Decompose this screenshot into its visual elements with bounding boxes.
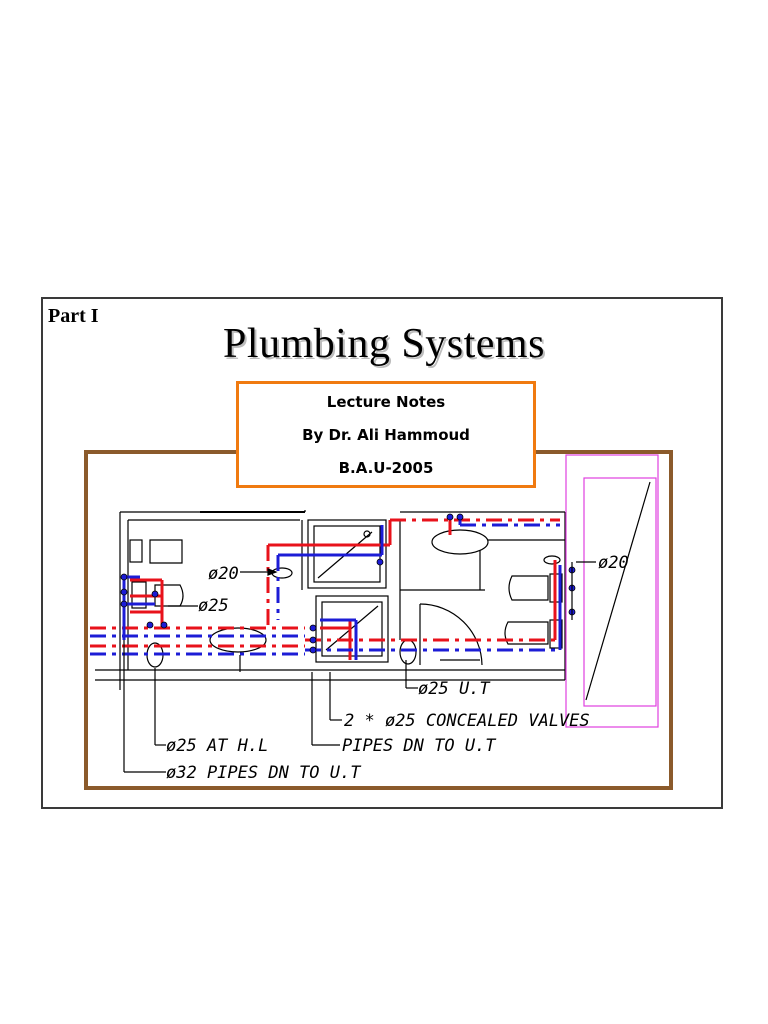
notes-line-institution: B.A.U-2005 [338, 459, 434, 477]
cold-water-pipes [90, 515, 562, 660]
magenta-boxes [565, 454, 659, 728]
label-d25-hl: ø25 AT H.L [166, 736, 268, 756]
door-swing [419, 603, 483, 666]
slide-title: Plumbing Systems [223, 321, 545, 367]
hot-water-pipes [90, 515, 560, 660]
bidet-right [504, 573, 563, 649]
floor-plan-walls [95, 510, 566, 690]
label-d20-right: ø20 [598, 553, 629, 573]
lecture-notes-box: Lecture Notes By Dr. Ali Hammoud B.A.U-2… [236, 381, 536, 488]
label-d20-left: ø20 [208, 564, 239, 584]
part-label: Part I [48, 305, 99, 327]
label-pipes-dn: PIPES DN TO U.T [342, 736, 497, 756]
toilet-left [129, 539, 184, 609]
label-d32: ø32 PIPES DN TO U.T [166, 763, 362, 783]
label-d25-ut: ø25 U.T [418, 679, 491, 699]
notes-line-author: By Dr. Ali Hammoud [302, 426, 470, 444]
leader-lines [123, 561, 596, 773]
label-concealed-valves: 2 * ø25 CONCEALED VALVES [344, 711, 590, 731]
notes-line-lecture: Lecture Notes [326, 393, 446, 411]
label-d25-left: ø25 [198, 596, 229, 616]
